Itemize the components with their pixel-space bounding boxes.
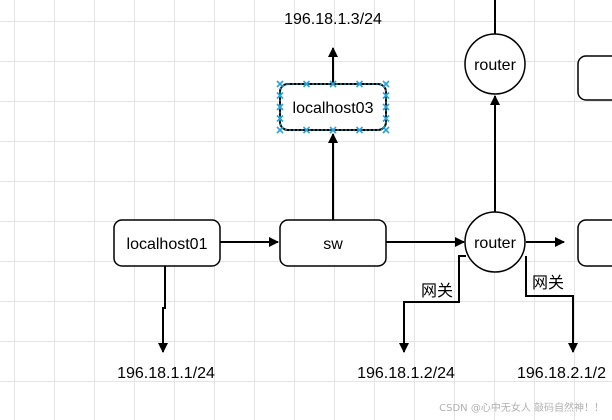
node-localhost03[interactable]: localhost03 xyxy=(276,80,390,134)
gateway-label-2: 网关 xyxy=(532,274,564,292)
selection-handle[interactable] xyxy=(382,114,390,123)
localhost01-label: localhost01 xyxy=(127,236,208,253)
ip-label-host01: 196.18.1.1/24 xyxy=(117,365,215,382)
ip-label-gw1: 196.18.1.2/24 xyxy=(357,365,455,382)
router-top-circle[interactable] xyxy=(464,33,526,95)
node-router-main[interactable]: router xyxy=(464,211,526,273)
gateway-label-1: 网关 xyxy=(421,282,453,300)
edges xyxy=(158,0,578,353)
selection-handle[interactable] xyxy=(329,126,337,134)
selection-handle[interactable] xyxy=(382,103,390,111)
selection-handle[interactable] xyxy=(276,80,284,88)
selection-handle[interactable] xyxy=(302,126,311,134)
router-main-circle[interactable] xyxy=(464,211,526,273)
localhost01-box[interactable] xyxy=(113,219,221,267)
node-router-top[interactable]: router xyxy=(464,33,526,95)
router-main-label: router xyxy=(474,235,516,252)
selection-handle[interactable] xyxy=(382,126,390,134)
selection-handles[interactable] xyxy=(276,80,390,134)
selection-handle[interactable] xyxy=(355,126,364,134)
node-localhost01[interactable]: localhost01 xyxy=(113,219,221,267)
localhost03-label: localhost03 xyxy=(293,100,374,117)
edge-router-gateway-1[interactable] xyxy=(399,255,466,353)
selection-handle[interactable] xyxy=(276,126,284,134)
edge-localhost01-down[interactable] xyxy=(158,266,168,353)
selection-handle[interactable] xyxy=(382,91,390,100)
watermark: CSDN @心中无女人 敲码自然神！！ xyxy=(439,403,604,414)
node-right-top-partial[interactable] xyxy=(577,55,612,101)
ip-label-gw2: 196.18.2.1/2 xyxy=(517,365,606,382)
selection-handle[interactable] xyxy=(329,80,337,88)
selection-handle[interactable] xyxy=(355,80,364,88)
selection-handle[interactable] xyxy=(276,114,284,123)
node-sw[interactable]: sw xyxy=(279,219,387,267)
selection-handle[interactable] xyxy=(382,80,390,88)
node-right-mid-partial[interactable] xyxy=(577,219,612,267)
selection-handle[interactable] xyxy=(276,91,284,100)
sw-box[interactable] xyxy=(279,219,387,267)
ip-label-top: 196.18.1.3/24 xyxy=(284,11,382,28)
router-top-label: router xyxy=(474,57,516,74)
selection-handle[interactable] xyxy=(302,80,311,88)
selection-handle[interactable] xyxy=(276,103,284,111)
sw-label: sw xyxy=(323,236,343,253)
edge-router-gateway-2[interactable] xyxy=(525,256,578,353)
